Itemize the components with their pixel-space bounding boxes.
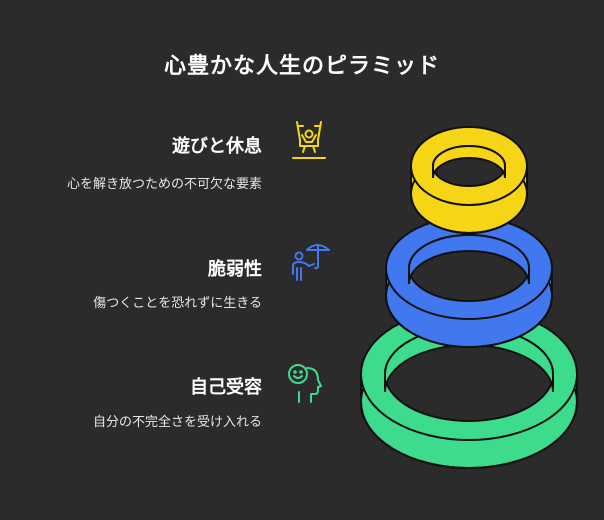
yellow-ring-play-rest xyxy=(410,126,528,234)
item-title-vulnerability: 脆弱性 xyxy=(208,259,262,280)
person-umbrella-icon xyxy=(292,244,330,281)
blue-ring-vulnerability xyxy=(385,216,553,348)
item-title-play-rest: 遊びと休息 xyxy=(172,136,262,157)
item-desc-self-acceptance: 自分の不完全さを受け入れる xyxy=(92,415,262,430)
playground-swing-icon xyxy=(292,121,326,159)
item-title-self-acceptance: 自己受容 xyxy=(190,377,262,398)
smiling-head-icon xyxy=(288,364,322,403)
item-desc-play-rest: 心を解き放つための不可欠な要素 xyxy=(66,177,262,192)
green-ring-self-acceptance xyxy=(360,307,578,469)
page-title: 心豊かな人生のピラミッド xyxy=(163,54,440,79)
item-desc-vulnerability: 傷つくことを恐れずに生きる xyxy=(93,296,262,311)
